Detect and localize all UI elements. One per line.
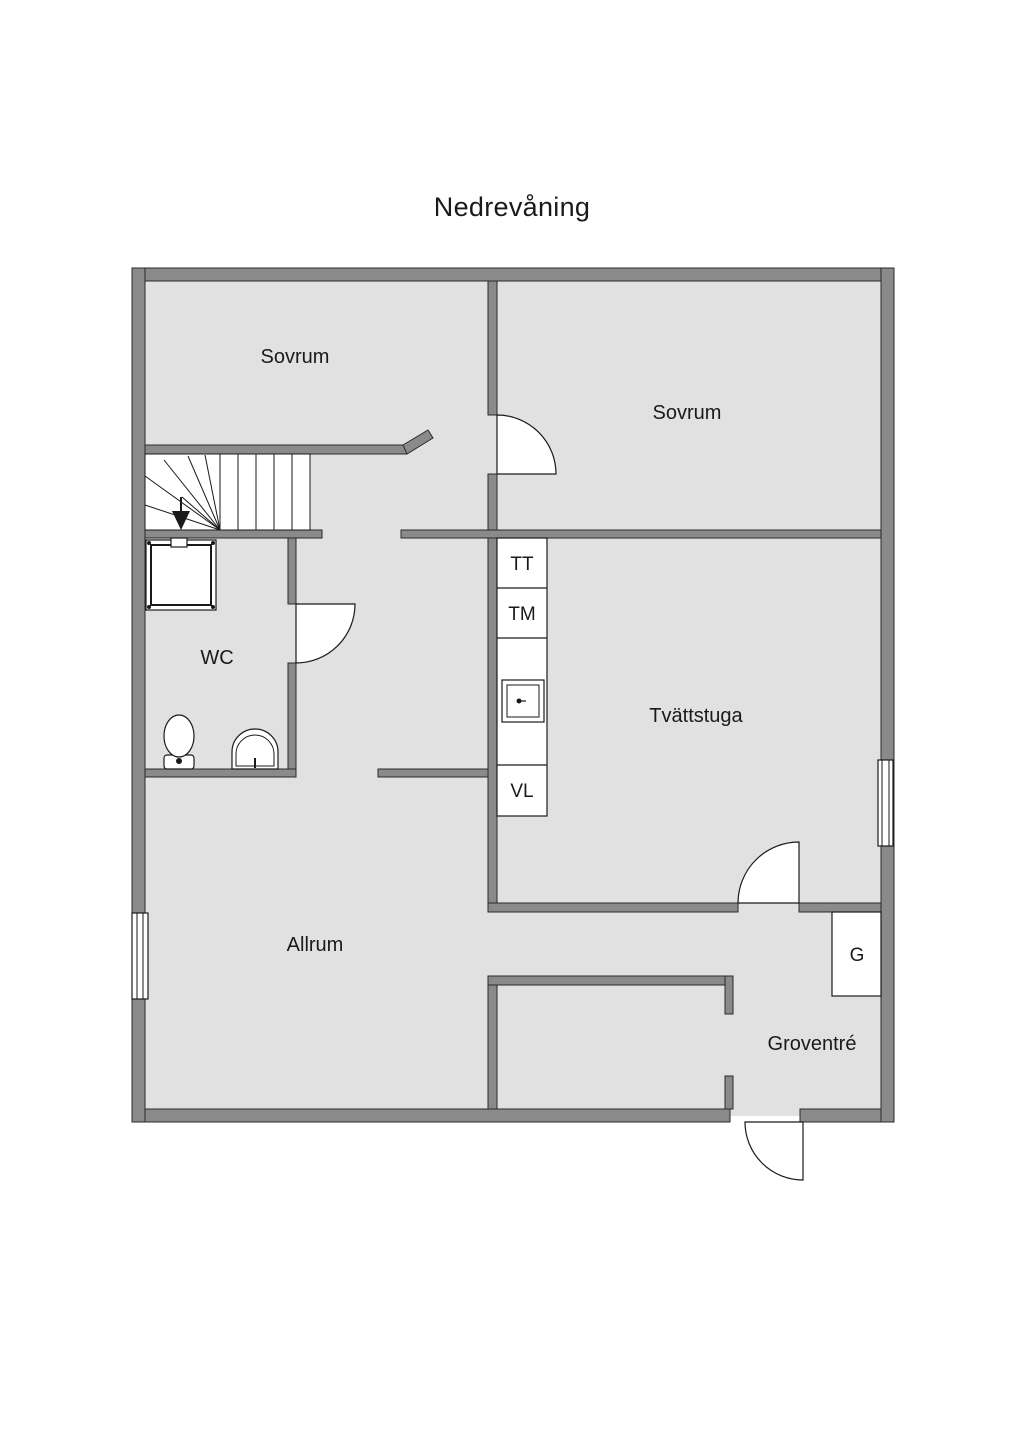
room-label-family-room: Allrum [287,934,344,956]
door-laundry [737,841,800,904]
room-label-laundry: Tvättstuga [649,705,743,727]
shower-icon [145,537,217,611]
window-laundry [877,759,894,847]
laundry-counter [496,537,548,817]
closet [831,911,882,997]
fixture-label-washer: TM [508,604,535,625]
exterior-walls [131,267,895,1123]
floor-plan-title: Nedrevåning [433,192,591,222]
fixture-label-water-heater: VL [510,781,533,802]
stair-direction-arrow-icon [172,511,190,530]
window-family-room [131,912,149,1000]
door-entrance [744,1121,804,1181]
toilet-icon [163,714,195,770]
staircase [144,453,311,531]
fixture-label-dryer: TT [510,554,534,575]
room-label-bedroom-2: Sovrum [653,402,722,424]
sink-icon [501,679,545,723]
door-bedroom-2 [496,414,557,475]
door-wc [295,603,356,664]
fixture-label-closet: G [850,945,865,966]
room-label-wc: WC [200,647,233,669]
room-label-bedroom-1: Sovrum [261,346,330,368]
washbasin-icon [231,728,279,770]
room-label-mudroom: Groventré [768,1033,857,1055]
